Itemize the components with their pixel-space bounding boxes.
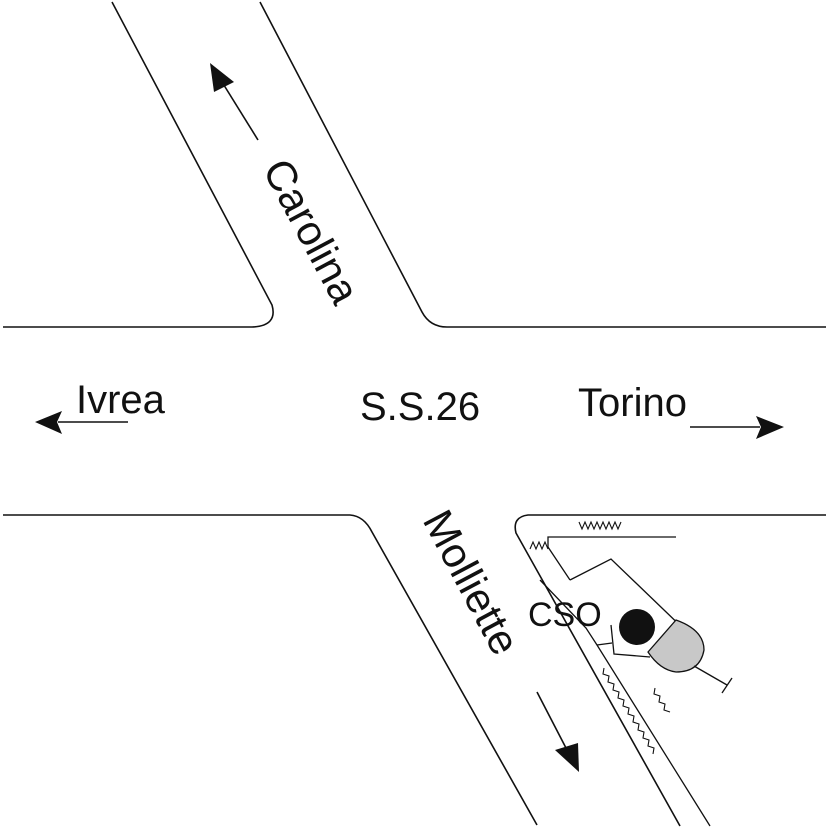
cso-structure: CSO: [528, 520, 733, 827]
south-road-east-edge: [514, 514, 826, 827]
south-road-west-edge: [3, 514, 538, 826]
north-road-west-edge: [3, 1, 274, 328]
label-torino: Torino: [578, 381, 687, 425]
label-ss26: S.S.26: [360, 385, 480, 429]
label-carolina: Carolina: [254, 151, 369, 312]
cso-outflow-channel: [539, 579, 711, 827]
cso-cap: [647, 619, 705, 673]
arrow-ivrea: [35, 411, 128, 434]
outlet-pipe: [693, 665, 728, 686]
cso-dot: [619, 609, 655, 645]
label-ivrea: Ivrea: [76, 378, 166, 422]
arrow-carolina: [210, 63, 259, 141]
north-road-east-edge: [259, 1, 826, 328]
hatch-channel-long: [602, 667, 655, 755]
hatch-channel-short: [653, 687, 671, 713]
road-edges: [3, 1, 826, 827]
label-cso: CSO: [528, 596, 602, 634]
hatch-left: [529, 540, 549, 551]
outlet-cross-icon: [721, 677, 733, 694]
cso-inner-channel: [596, 642, 613, 646]
cso-wall-outline: [547, 536, 676, 581]
arrow-molliette: [536, 691, 579, 772]
cso-chamber: [569, 558, 691, 636]
hatch-top: [578, 520, 622, 531]
cso-chamber-side: [610, 624, 651, 658]
arrow-torino: [690, 416, 784, 439]
